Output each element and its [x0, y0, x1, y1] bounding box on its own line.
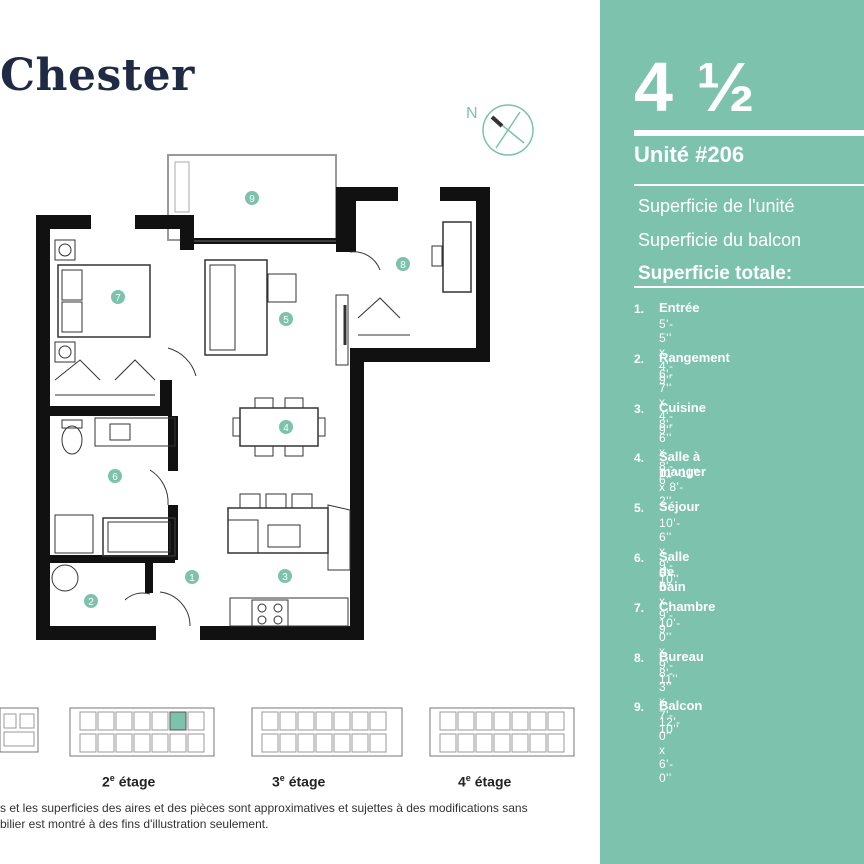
washer [54, 514, 94, 554]
unit-number: Unité #206 [634, 142, 745, 167]
room-name: Entrée [659, 300, 700, 315]
room-number: 7. [634, 600, 645, 615]
compass-circle [482, 104, 534, 156]
walls [36, 187, 490, 640]
armchair [267, 273, 297, 303]
compass-arrow [490, 115, 504, 128]
key-plan-floor-2 [69, 707, 215, 757]
room-dimensions: 8'- 6'' x 8'- 6'' [659, 416, 674, 487]
room-marker-6 [108, 469, 122, 483]
key-plan-floor-3 [251, 707, 403, 757]
balcony-area-label: Superficie du balcon [638, 230, 802, 250]
room-marker-3 [278, 569, 292, 583]
room-number: 5. [634, 501, 645, 516]
kitchen-island [227, 507, 329, 554]
room-name: Salle de bain [659, 548, 690, 594]
desk [442, 221, 472, 293]
room-markers: 1 2 3 4 5 6 7 8 9 [84, 191, 410, 608]
room-marker-2 [84, 594, 98, 608]
room-name: Chambre [659, 598, 716, 614]
disclaimer: s et les superficies des aires et des pi… [0, 800, 528, 832]
room-dimensions: 8'- 6'' x 9'- 9'' [659, 565, 674, 636]
room-marker-9 [245, 191, 259, 205]
svg-text:3: 3 [282, 572, 288, 583]
bed [57, 264, 151, 338]
room-dimensions: 10'- 6'' x 9'- 10'' [659, 516, 681, 587]
room-number: 4. [634, 451, 645, 466]
balcony-planter [174, 161, 190, 213]
vanity [94, 417, 176, 447]
compass-cross [495, 111, 521, 149]
svg-text:5: 5 [283, 315, 289, 326]
unit-type: 4 ½ [634, 48, 757, 126]
room-name: Cuisine [659, 399, 706, 415]
title-divider [634, 130, 864, 136]
pillow-1 [61, 269, 83, 301]
unit-sidebar: 4 ½ Unité #206 Superficie de l'unité Sup… [600, 0, 864, 864]
room-marker-7 [111, 290, 125, 304]
total-divider [634, 286, 864, 288]
room-name: Bureau [659, 648, 704, 664]
highlighted-unit [169, 711, 187, 731]
pillow-2 [61, 301, 83, 333]
nightstand-1 [54, 239, 76, 261]
brand-title: Chester [0, 50, 195, 101]
room-dimensions: 10'- 0'' x 9'- 11'' [659, 615, 681, 686]
disclaimer-line-2: bilier est montré à des fins d'illustrat… [0, 817, 269, 831]
room-number: 6. [634, 550, 645, 565]
room-name: Rangement [659, 349, 730, 365]
sink [267, 524, 301, 548]
room-marker-8 [396, 257, 410, 271]
floor-label-2: 2e étage [102, 773, 156, 790]
room-number: 1. [634, 302, 645, 316]
floor-label-3: 3e étage [272, 773, 326, 790]
room-dimensions: 8'- 3'' x 7'- 10'' [659, 665, 679, 736]
svg-text:9: 9 [249, 194, 255, 205]
room-marker-4 [279, 420, 293, 434]
bathtub [102, 517, 176, 557]
svg-text:1: 1 [189, 573, 195, 584]
tv-unit [335, 294, 349, 366]
room-dimensions: 11'-11'' x 8'- 2'' [659, 466, 699, 509]
sofa [204, 259, 268, 356]
svg-text:7: 7 [115, 293, 121, 304]
water-heater [51, 564, 79, 592]
svg-text:2: 2 [88, 597, 94, 608]
svg-text:6: 6 [112, 472, 118, 483]
room-number: 3. [634, 401, 645, 416]
room-name: Salle à manger [659, 449, 706, 480]
room-number: 8. [634, 650, 645, 665]
key-plan-floor-4 [429, 707, 575, 757]
key-plan-partial [0, 707, 39, 753]
room-number: 2. [634, 351, 645, 366]
room-marker-5 [279, 312, 293, 326]
stove [251, 599, 289, 627]
toilet [61, 425, 83, 455]
floor-label-4: 4e étage [458, 773, 512, 790]
floor-plan: N [36, 104, 534, 640]
room-dimensions: 12'- 0'' x 6'- 0'' [659, 715, 681, 786]
unit-area-label: Superficie de l'unité [638, 196, 795, 216]
fridge [327, 504, 351, 571]
svg-text:8: 8 [400, 260, 406, 271]
compass-letter: N [466, 105, 478, 122]
room-dimensions: 5'- 5'' x 4'- 9'' [659, 317, 674, 387]
room-name: Balcon [659, 698, 703, 714]
room-marker-1 [185, 570, 199, 584]
nightstand-2 [54, 341, 76, 363]
counter [229, 597, 349, 627]
svg-text:4: 4 [283, 423, 289, 434]
unit-divider [634, 184, 864, 186]
compass: N [466, 104, 534, 156]
room-name: Séjour [659, 499, 700, 515]
disclaimer-line-1: s et les superficies des aires et des pi… [0, 801, 528, 815]
room-dimensions: 6'- 7'' x 4'- 9'' [659, 366, 674, 437]
total-area-label: Superficie totale: [638, 263, 793, 284]
room-number: 9. [634, 700, 645, 715]
